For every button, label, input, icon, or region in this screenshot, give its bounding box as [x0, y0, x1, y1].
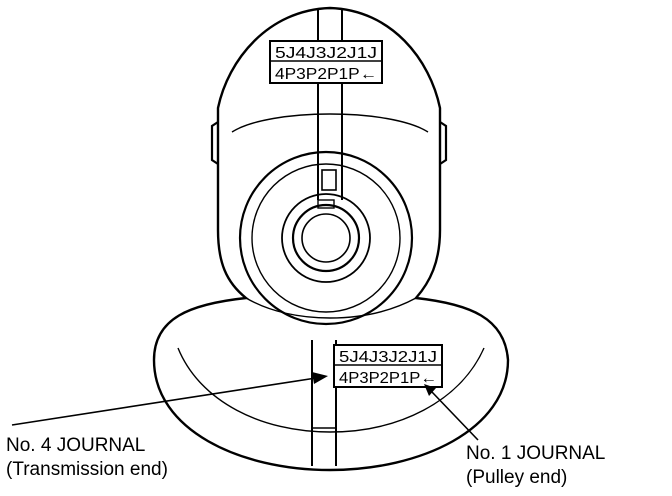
upper-journal-code-row: 5J4J3J2J1J [275, 45, 377, 62]
left-leader-line [11, 377, 317, 426]
right-callout-subtitle: (Pulley end) [466, 467, 567, 488]
left-callout-subtitle: (Transmission end) [6, 459, 168, 480]
bore-outer-ring [238, 150, 414, 326]
upper-code-plate-frame [269, 40, 383, 84]
upper-pin-code-row: 4P3P2P1P← [275, 66, 377, 83]
lower-contour-line [177, 347, 485, 433]
left-callout-title: No. 4 JOURNAL [6, 435, 145, 456]
lower-code-plate: 5J4J3J2J1J 4P3P2P1P← [333, 344, 443, 388]
engine-block-outline [152, 6, 510, 472]
bore-ring-2 [251, 163, 401, 313]
right-callout-title: No. 1 JOURNAL [466, 443, 605, 464]
left-leader-arrowhead [312, 372, 328, 384]
right-mount-boss [439, 121, 448, 165]
right-leader-arrowhead [424, 384, 436, 396]
bore-ring-3 [281, 193, 371, 283]
lower-code-plate-frame [333, 344, 443, 388]
lower-shoulder-line [245, 297, 417, 319]
left-mount-boss [210, 121, 219, 165]
bore-inner-ring [301, 213, 351, 263]
strip-slot-mark [321, 169, 337, 191]
bore-ring-4 [291, 203, 361, 273]
bore-top-key-mark [317, 199, 335, 209]
upper-contour-line [231, 113, 429, 133]
upper-code-plate: 5J4J3J2J1J 4P3P2P1P← [269, 40, 383, 84]
right-leader-line [431, 391, 479, 441]
lower-pin-code-row: 4P3P2P1P← [339, 370, 437, 387]
lower-journal-code-row: 5J4J3J2J1J [339, 349, 437, 366]
